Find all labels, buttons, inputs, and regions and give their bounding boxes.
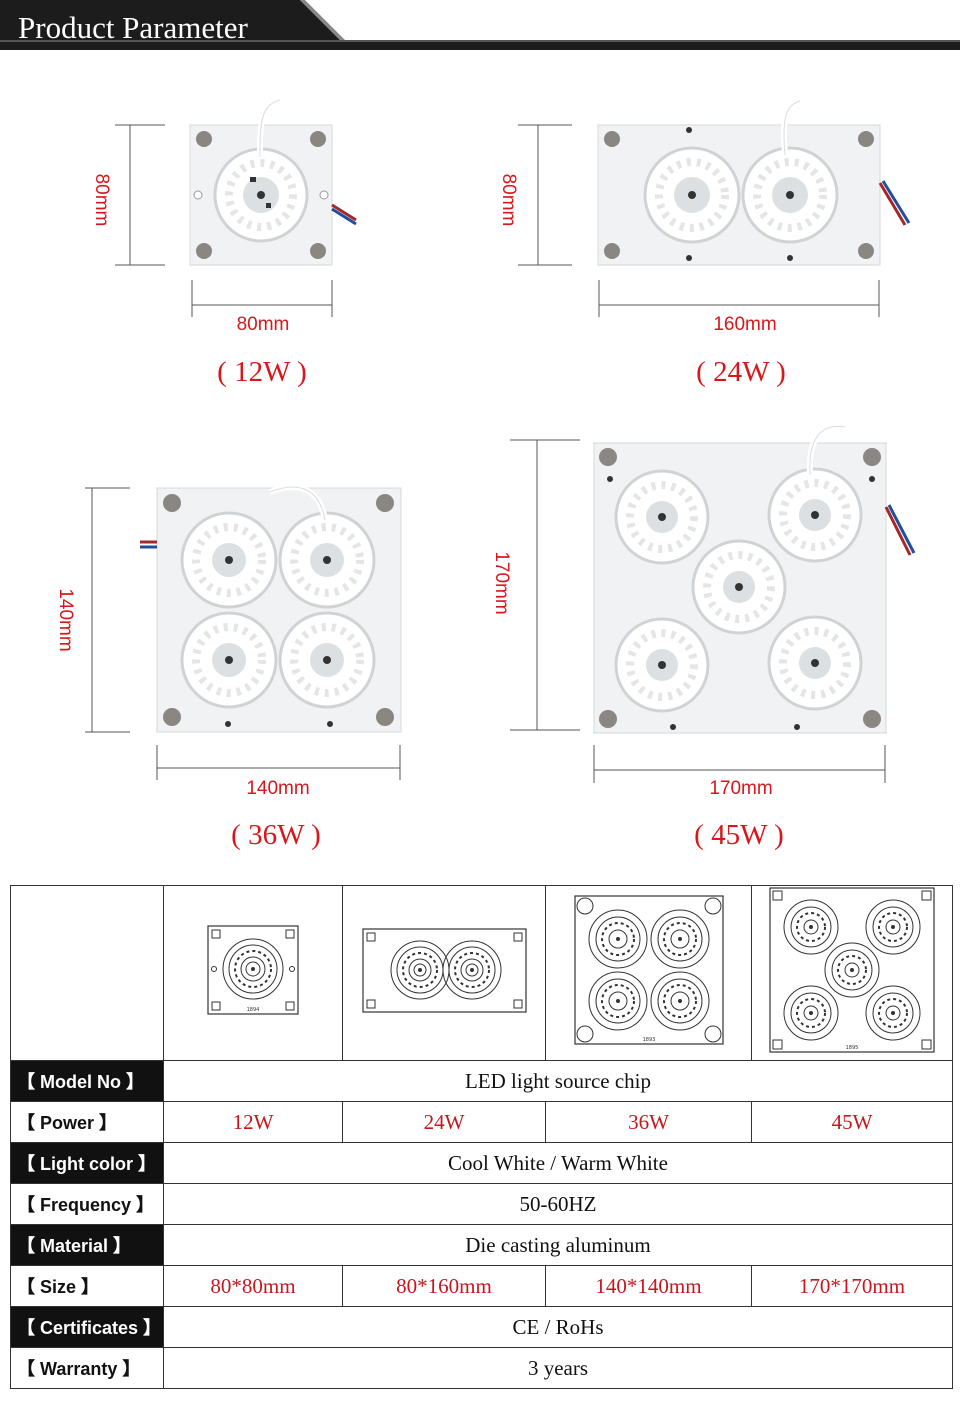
row-warranty: 【 Warranty 】 3 years — [10, 1347, 953, 1389]
height-label-12w: 80mm — [91, 173, 112, 227]
label-frequency: 【 Frequency 】 — [10, 1183, 164, 1225]
watt-label-36w: ( 36W ) — [231, 819, 321, 851]
diagram-cell-12w: 1894 — [163, 885, 343, 1061]
watt-label-45w: ( 45W ) — [694, 819, 784, 851]
value-warranty: 3 years — [163, 1347, 953, 1389]
row-light-color: 【 Light color 】 Cool White / Warm White — [10, 1142, 953, 1184]
value-material: Die casting aluminum — [163, 1224, 953, 1266]
diagram-12w: 1894 — [207, 925, 299, 1015]
value-power-12w: 12W — [163, 1101, 343, 1143]
spec-table: 1894 — [10, 885, 953, 1389]
diagram-code-12w: 1894 — [247, 1007, 260, 1013]
diagram-cell-36w: 1893 — [545, 885, 752, 1061]
value-size-12w: 80*80mm — [163, 1265, 343, 1307]
section-header: Product Parameter — [0, 0, 960, 50]
label-model-no: 【 Model No 】 — [10, 1060, 164, 1102]
label-material: 【 Material 】 — [10, 1224, 164, 1266]
row-certificates: 【 Certificates 】 CE / RoHs — [10, 1306, 953, 1348]
diagram-cell-45w: 1895 — [751, 885, 953, 1061]
width-label-12w: 80mm — [236, 314, 290, 335]
label-certificates: 【 Certificates 】 — [10, 1306, 164, 1348]
diagram-code-36w: 1893 — [642, 1037, 655, 1043]
row-size: 【 Size 】 80*80mm 80*160mm 140*140mm 170*… — [10, 1265, 953, 1307]
value-power-45w: 45W — [751, 1101, 953, 1143]
diagram-36w: 1893 — [573, 895, 724, 1045]
label-light-color: 【 Light color 】 — [10, 1142, 164, 1184]
diagram-cell-24w — [342, 885, 546, 1061]
height-label-36w: 140mm — [55, 588, 76, 652]
label-warranty: 【 Warranty 】 — [10, 1347, 164, 1389]
row-material: 【 Material 】 Die casting aluminum — [10, 1224, 953, 1266]
height-label-24w: 80mm — [498, 173, 519, 227]
product-photo-36w — [85, 484, 402, 780]
value-light-color: Cool White / Warm White — [163, 1142, 953, 1184]
label-size: 【 Size 】 — [10, 1265, 164, 1307]
diagram-row: 1894 — [10, 885, 953, 1061]
diagram-24w — [361, 927, 527, 1013]
watt-label-24w: ( 24W ) — [696, 356, 786, 388]
page-title: Product Parameter — [18, 10, 248, 45]
row-frequency: 【 Frequency 】 50-60HZ — [10, 1183, 953, 1225]
width-label-45w: 170mm — [709, 778, 773, 799]
value-model-no: LED light source chip — [163, 1060, 953, 1102]
product-photo-12w — [115, 97, 357, 317]
label-power: 【 Power 】 — [10, 1101, 164, 1143]
product-photo-45w — [510, 423, 916, 783]
value-certificates: CE / RoHs — [163, 1306, 953, 1348]
value-power-36w: 36W — [545, 1101, 752, 1143]
value-power-24w: 24W — [342, 1101, 546, 1143]
diagram-code-45w: 1895 — [846, 1045, 859, 1051]
value-size-36w: 140*140mm — [545, 1265, 752, 1307]
value-size-24w: 80*160mm — [342, 1265, 546, 1307]
width-label-24w: 160mm — [713, 314, 777, 335]
value-frequency: 50-60HZ — [163, 1183, 953, 1225]
width-label-36w: 140mm — [246, 778, 310, 799]
height-label-45w: 170mm — [491, 551, 512, 615]
header-banner — [0, 0, 960, 50]
value-size-45w: 170*170mm — [751, 1265, 953, 1307]
diagram-45w: 1895 — [769, 887, 935, 1053]
watt-label-12w: ( 12W ) — [217, 356, 307, 388]
diagram-corner-cell — [10, 885, 164, 1061]
row-power: 【 Power 】 12W 24W 36W 45W — [10, 1101, 953, 1143]
product-photo-24w — [518, 98, 911, 317]
row-model-no: 【 Model No 】 LED light source chip — [10, 1060, 953, 1102]
